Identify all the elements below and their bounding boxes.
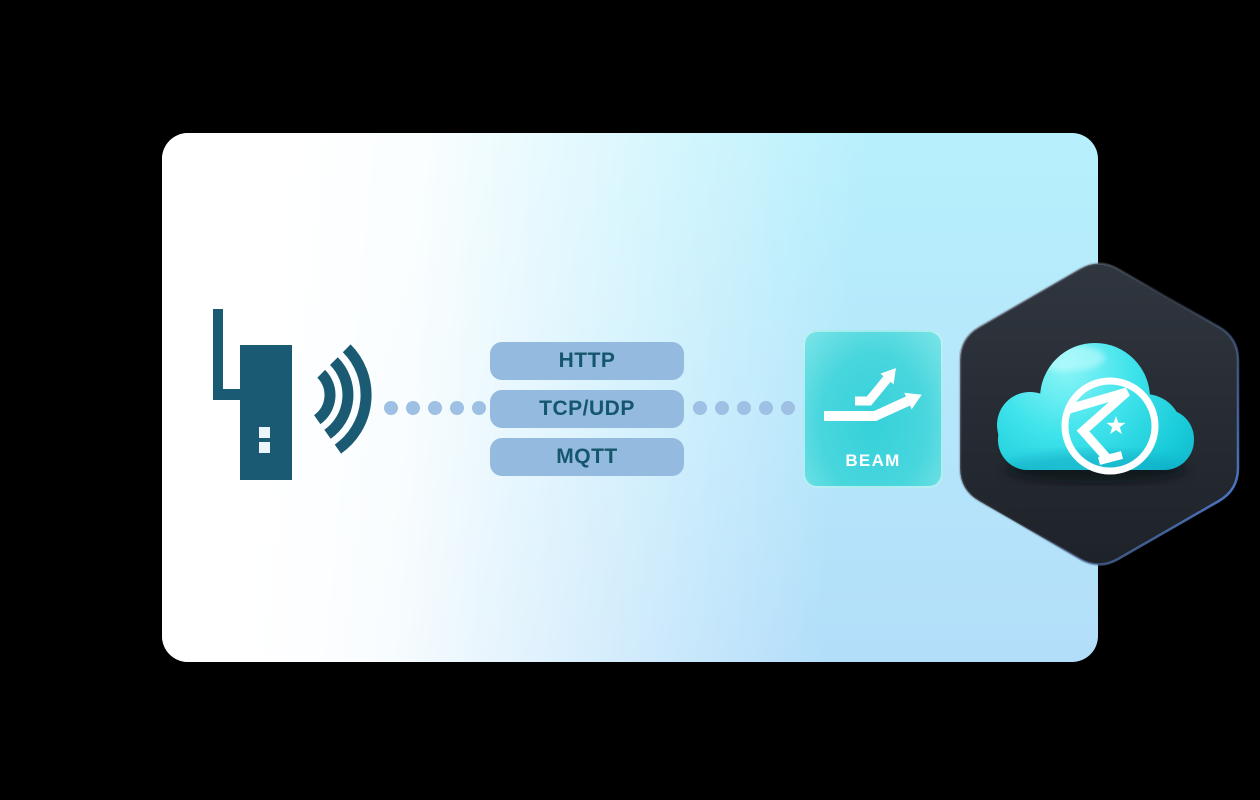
wireless-device-icon [213, 309, 372, 480]
dot [715, 401, 729, 415]
dot [693, 401, 707, 415]
beam-label: BEAM [845, 451, 901, 470]
protocol-pill-http: HTTP [490, 342, 684, 380]
protocol-pill-tcp-udp: TCP/UDP [490, 390, 684, 428]
wifi-waves-icon [313, 344, 372, 454]
protocol-label: TCP/UDP [539, 397, 635, 420]
protocol-label: MQTT [556, 445, 618, 468]
diagram-card: HTTP TCP/UDP MQTT [162, 133, 1098, 662]
dotted-connector-right [693, 401, 795, 415]
cloud-platform-badge [958, 262, 1240, 566]
beam-service-tile: BEAM [803, 330, 943, 488]
dot [472, 401, 486, 415]
dotted-connector-left [384, 401, 486, 415]
dot [781, 401, 795, 415]
dot [737, 401, 751, 415]
dot [450, 401, 464, 415]
z-star-logo-icon [1061, 377, 1159, 475]
dot [759, 401, 773, 415]
dot [384, 401, 398, 415]
router-body [240, 345, 292, 480]
star-glyph [1106, 416, 1126, 435]
protocol-pill-mqtt: MQTT [490, 438, 684, 476]
branch-arrows-icon [824, 368, 922, 421]
dot [406, 401, 420, 415]
protocol-label: HTTP [558, 349, 616, 372]
dot [428, 401, 442, 415]
router-antenna [213, 309, 242, 400]
